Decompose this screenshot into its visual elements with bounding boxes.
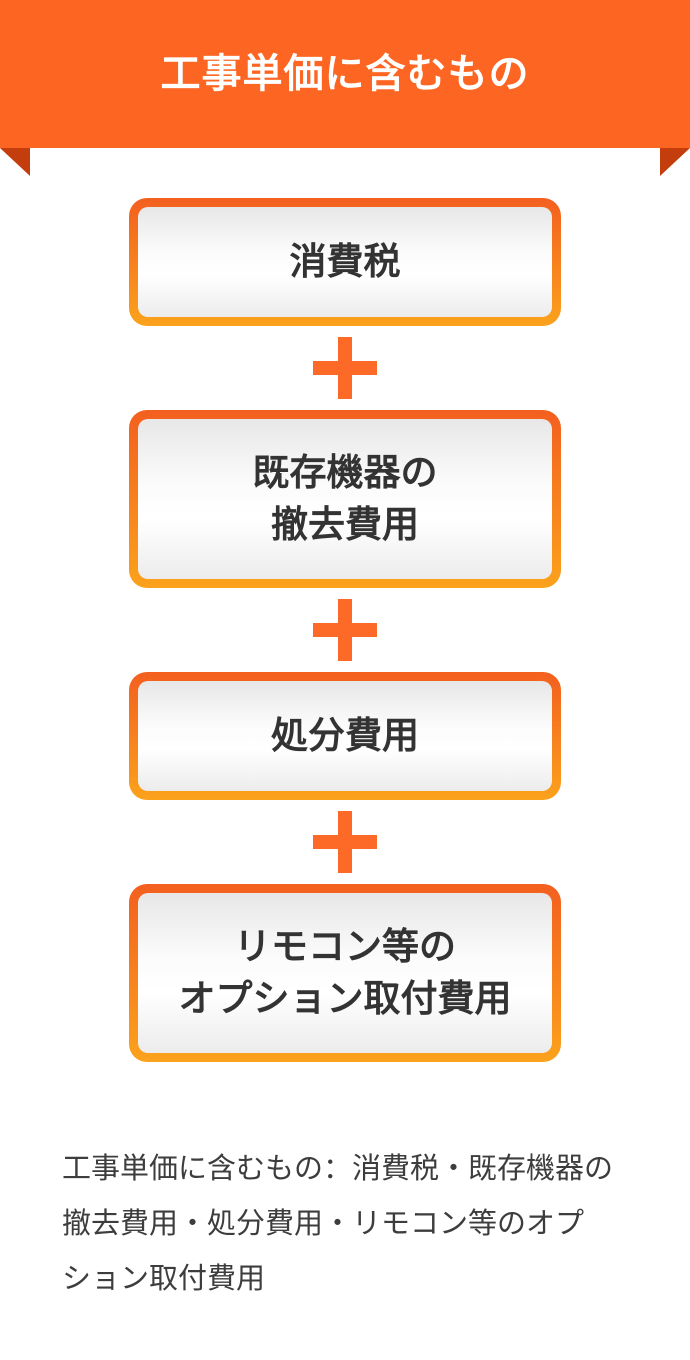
cost-item-box-disposal-cost: 処分費用 [129,672,561,800]
cost-item-line: 消費税 [289,241,401,282]
cost-item-line: 処分費用 [271,715,419,756]
cost-item-label: 処分費用 [138,681,552,791]
content-card: 消費税 既存機器の 撤去費用 処分費用 リモコン等の オプション取付費用 工事単… [30,148,660,1336]
ribbon-fold-left-icon [0,148,30,176]
plus-icon [313,811,377,873]
header-banner: 工事単価に含むもの [0,0,690,148]
ribbon-fold-right-icon [660,148,690,176]
cost-item-line: 既存機器の [252,452,438,493]
cost-item-box-removal-cost: 既存機器の 撤去費用 [129,410,561,588]
cost-item-line: オプション取付費用 [178,978,512,1019]
cost-item-label: 消費税 [138,207,552,317]
summary-line: 工事単価に含むもの：消費税・既存機器の [62,1153,614,1185]
plus-icon [313,599,377,661]
cost-item-label: リモコン等の オプション取付費用 [138,893,552,1053]
cost-item-line: 撤去費用 [271,504,419,545]
cost-item-box-option-install-cost: リモコン等の オプション取付費用 [129,884,561,1062]
cost-item-box-consumption-tax: 消費税 [129,198,561,326]
page-title: 工事単価に含むもの [160,52,530,96]
plus-icon [313,337,377,399]
cost-item-label: 既存機器の 撤去費用 [138,419,552,579]
summary-text: 工事単価に含むもの：消費税・既存機器の 撤去費用・処分費用・リモコン等のオプ シ… [30,1142,660,1307]
summary-line: ション取付費用 [62,1263,266,1295]
summary-line: 撤去費用・処分費用・リモコン等のオプ [62,1208,585,1240]
cost-item-line: リモコン等の [234,926,456,967]
